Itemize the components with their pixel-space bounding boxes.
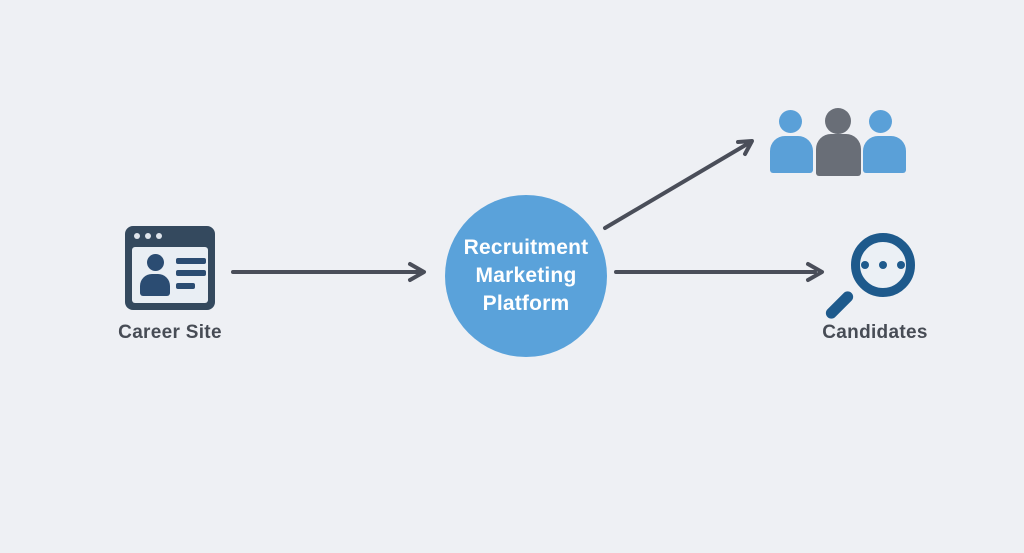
ellipsis-dots-icon <box>851 233 915 297</box>
text-line-icon <box>176 283 195 289</box>
arrow-platform-to-candidates <box>614 262 824 282</box>
people-group-icon <box>770 106 908 176</box>
text-line-icon <box>176 270 206 276</box>
career-site-browser-icon <box>125 226 215 310</box>
platform-label-line: Platform <box>482 292 570 316</box>
candidates-search-icon <box>823 228 936 323</box>
browser-window-dots-icon <box>134 233 162 239</box>
platform-label-line: Marketing <box>475 263 577 287</box>
browser-page <box>132 247 208 303</box>
career-site-label: Career Site <box>118 322 222 343</box>
profile-head-icon <box>147 254 164 271</box>
arrow-platform-to-people-group <box>603 139 754 230</box>
platform-label-line: Recruitment <box>463 235 589 259</box>
profile-body-icon <box>140 274 170 296</box>
recruitment-marketing-platform-node: Recruitment Marketing Platform <box>445 195 607 357</box>
text-line-icon <box>176 258 206 264</box>
arrow-career-site-to-platform <box>231 262 426 282</box>
candidates-label: Candidates <box>822 322 928 343</box>
